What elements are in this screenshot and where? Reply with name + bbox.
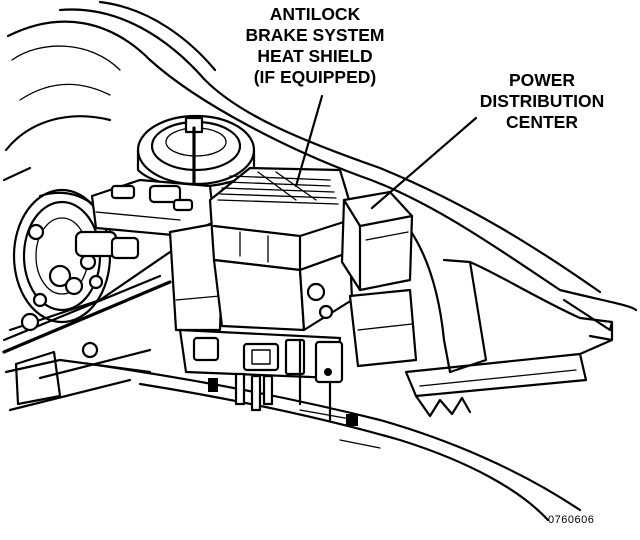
master-cylinder — [48, 178, 216, 296]
pdc-label-line-2: DISTRIBUTION — [479, 91, 605, 111]
brake-lines — [2, 250, 172, 412]
inner-fender-panel — [404, 228, 614, 418]
abs-heat-shield-label-line-2: BRAKE SYSTEM — [245, 25, 385, 45]
lower-frame-rail — [4, 358, 582, 522]
abs-heat-shield-label-line-3: HEAT SHIELD — [257, 46, 373, 66]
abs-heat-shield — [208, 166, 354, 422]
abs-heat-shield-leader — [294, 94, 324, 188]
reservoir-cap — [136, 114, 256, 188]
abs-heat-shield-label: ANTILOCK BRAKE SYSTEM HEAT SHIELD (IF EQ… — [208, 4, 422, 88]
figure-id: 0760606 — [548, 514, 595, 526]
pdc-label-line-3: CENTER — [506, 112, 578, 132]
power-distribution-center-label: POWER DISTRIBUTION CENTER — [452, 70, 632, 133]
pdc-leader — [370, 116, 478, 210]
power-distribution-center — [340, 190, 418, 368]
brake-booster — [12, 188, 112, 324]
abs-heat-shield-label-line-1: ANTILOCK — [269, 4, 361, 24]
abs-heat-shield-label-line-4: (IF EQUIPPED) — [253, 67, 377, 87]
fender-and-cowl-outline — [2, 0, 638, 312]
pdc-label-line-1: POWER — [508, 70, 576, 90]
